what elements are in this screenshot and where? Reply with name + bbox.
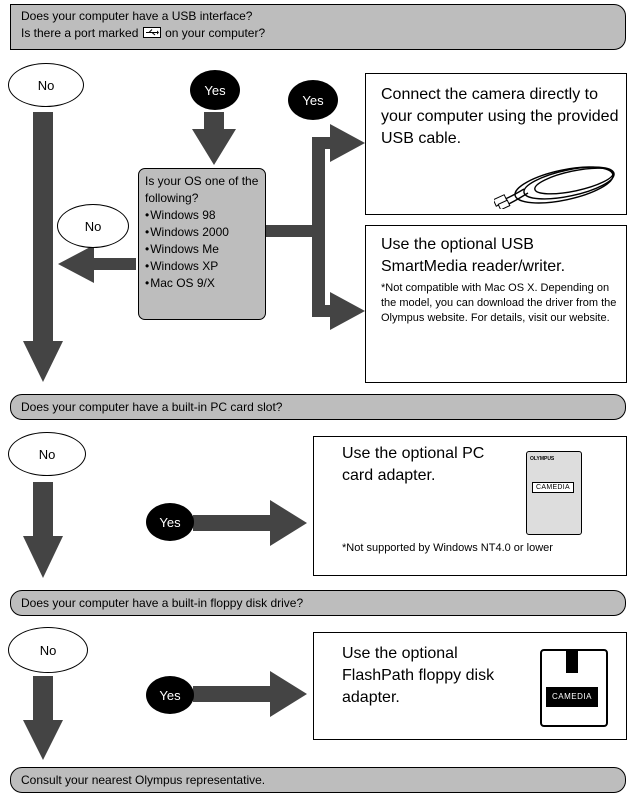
arrow-yes2-right — [193, 500, 307, 546]
usb-direct-box: Connect the camera directly to your comp… — [365, 73, 627, 215]
os-item: Windows 98 — [145, 207, 259, 224]
usb-reader-note: *Not compatible with Mac OS X. Depending… — [381, 282, 617, 324]
no-oval-pc-card: No — [8, 432, 86, 476]
usb-port-icon — [142, 27, 161, 38]
pc-card-text: Use the optional PC card adapter. — [342, 445, 485, 484]
os-question-box: Is your OS one of the following? Windows… — [138, 168, 266, 320]
os-item: Windows Me — [145, 241, 259, 258]
yes-dot-usb: Yes — [190, 70, 240, 110]
consult-representative-text: Consult your nearest Olympus representat… — [21, 773, 266, 787]
usb-reader-text: Use the optional USB SmartMedia reader/w… — [381, 236, 566, 275]
os-item: Mac OS 9/X — [145, 275, 259, 292]
pc-card-brand: OLYMPUS — [530, 456, 555, 462]
arrow-os-no-left — [58, 245, 136, 283]
no-oval-os: No — [57, 204, 129, 248]
arrow-no1-down — [23, 112, 63, 382]
question-usb-line1: Does your computer have a USB interface? — [21, 9, 253, 23]
floppy-label: CAMEDIA — [546, 687, 598, 707]
no-oval-floppy: No — [8, 627, 88, 673]
question-usb-interface: Does your computer have a USB interface?… — [10, 4, 626, 50]
usb-direct-text: Connect the camera directly to your comp… — [381, 86, 619, 147]
arrow-to-usb-direct — [312, 124, 365, 162]
flashpath-text: Use the optional FlashPath floppy disk a… — [342, 645, 495, 706]
arrow-yes3-right — [193, 671, 307, 717]
floppy-shutter — [566, 651, 578, 673]
question-pc-card-text: Does your computer have a built-in PC ca… — [21, 400, 283, 414]
question-usb-line2: Is there a port marked on your computer? — [21, 26, 266, 40]
os-list: Windows 98 Windows 2000 Windows Me Windo… — [145, 207, 259, 292]
pc-card-box: Use the optional PC card adapter. *Not s… — [313, 436, 627, 576]
os-item: Windows 2000 — [145, 224, 259, 241]
yes-dot-pc-card: Yes — [146, 503, 194, 541]
usb-reader-box: Use the optional USB SmartMedia reader/w… — [365, 225, 627, 383]
pc-card-label: CAMEDIA — [532, 482, 574, 493]
pc-card-image: OLYMPUS CAMEDIA — [526, 451, 582, 535]
arrow-to-usb-reader — [312, 292, 365, 330]
question-floppy: Does your computer have a built-in flopp… — [10, 590, 626, 616]
floppy-adapter-image: CAMEDIA — [540, 649, 608, 727]
yes-dot-os: Yes — [288, 80, 338, 120]
consult-representative: Consult your nearest Olympus representat… — [10, 767, 626, 793]
arrow-no2-down — [23, 482, 63, 578]
flashpath-box: Use the optional FlashPath floppy disk a… — [313, 632, 627, 740]
question-floppy-text: Does your computer have a built-in flopp… — [21, 596, 304, 610]
pc-card-note: *Not supported by Windows NT4.0 or lower — [342, 542, 553, 554]
os-question-title: Is your OS one of the following? — [145, 174, 259, 205]
arrow-yes1-down — [192, 112, 236, 165]
yes-dot-floppy: Yes — [146, 676, 194, 714]
question-pc-card: Does your computer have a built-in PC ca… — [10, 394, 626, 420]
no-oval-usb: No — [8, 63, 84, 107]
arrow-no3-down — [23, 676, 63, 760]
os-item: Windows XP — [145, 258, 259, 275]
branch-stub — [266, 225, 318, 237]
usb-cable-icon — [494, 166, 615, 209]
branch-vertical — [312, 137, 325, 317]
